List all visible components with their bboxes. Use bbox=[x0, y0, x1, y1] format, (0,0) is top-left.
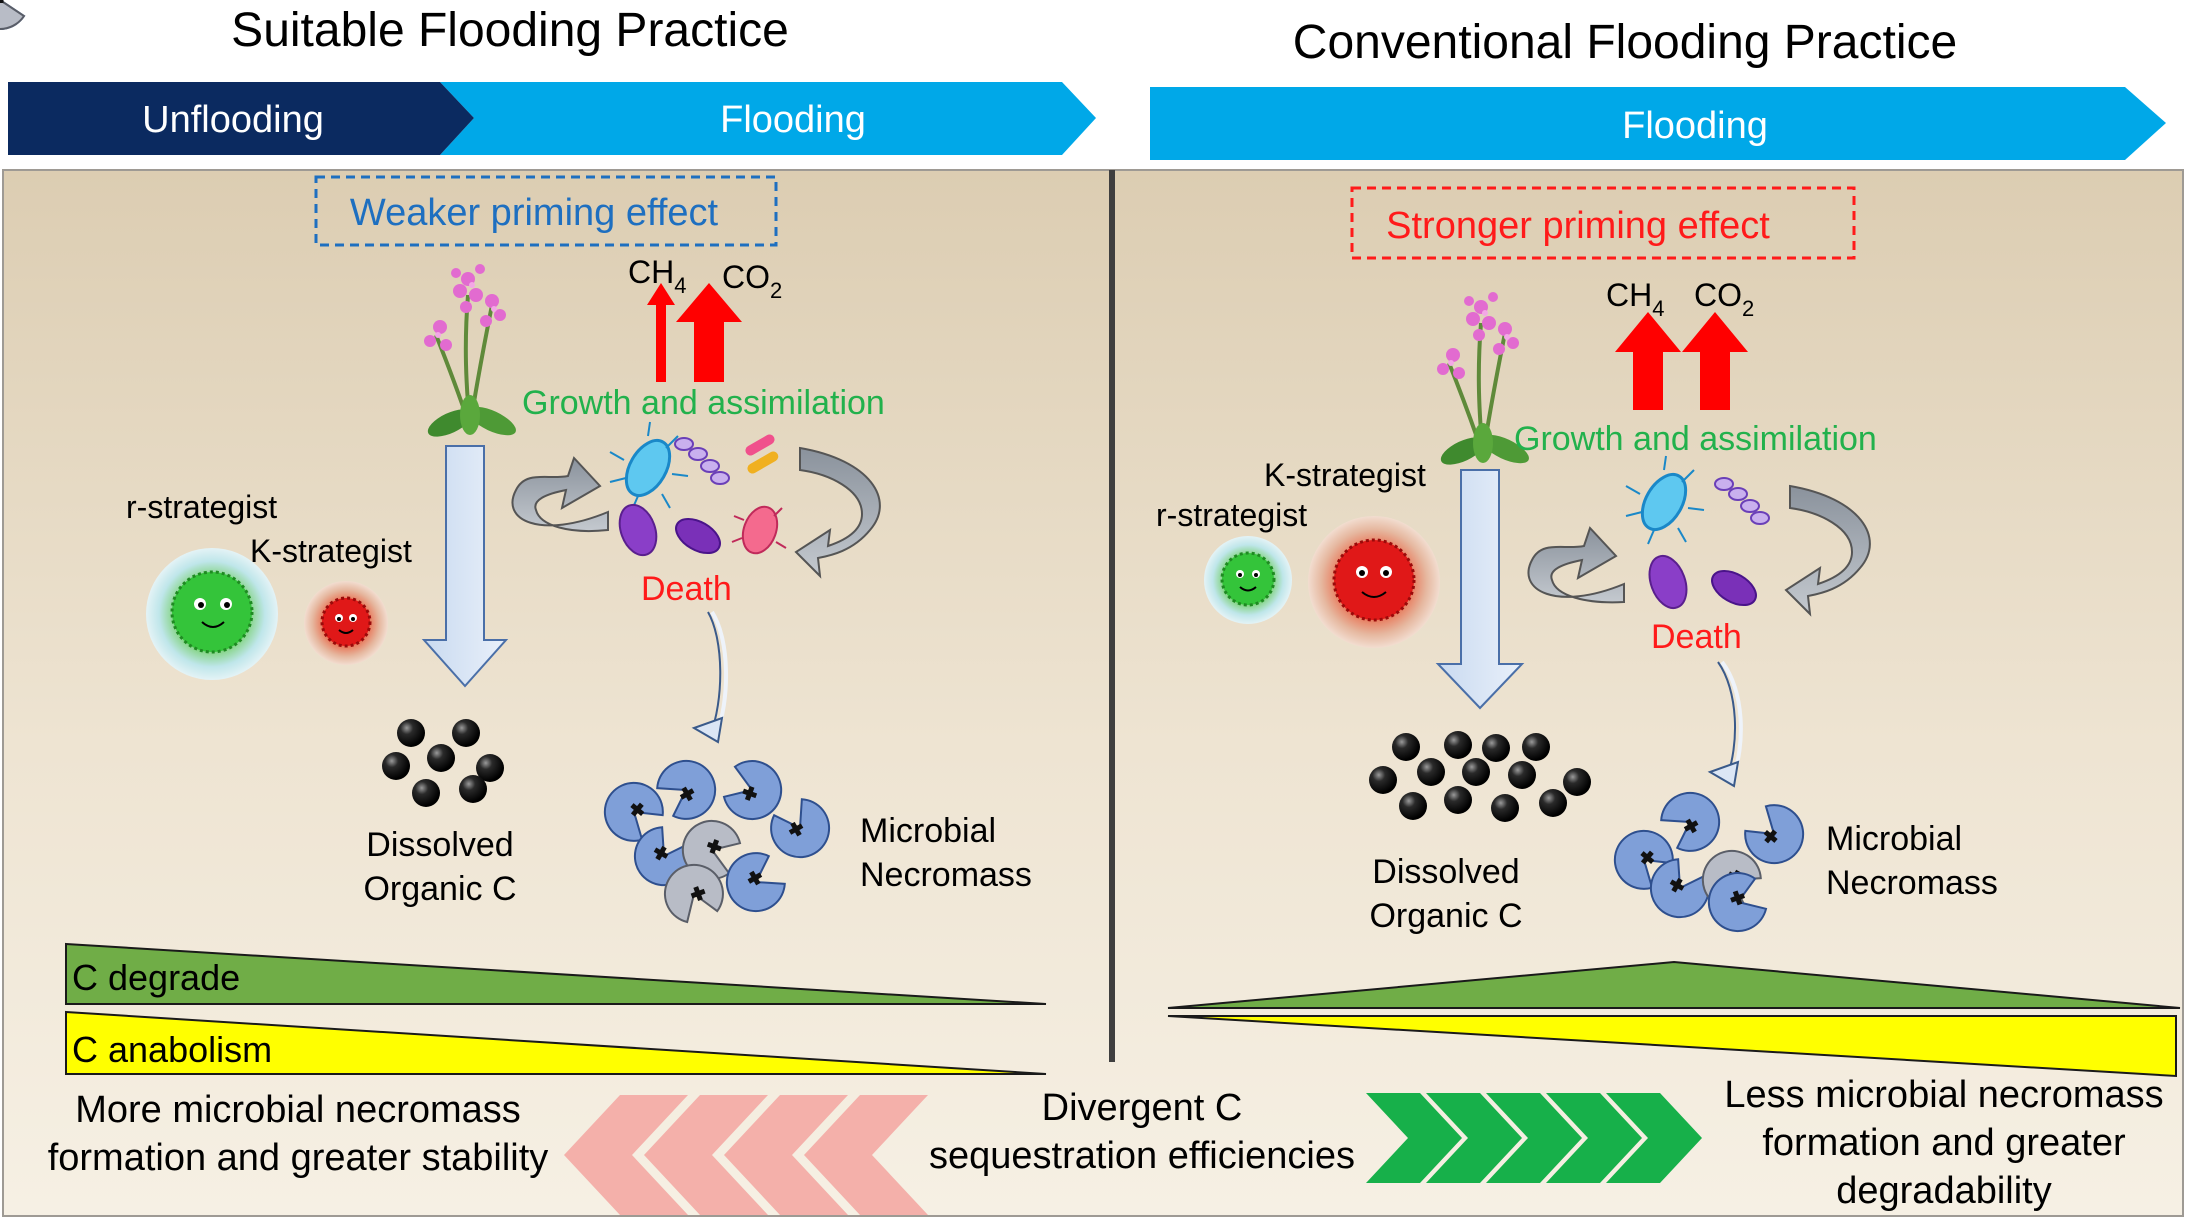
left-gas-arrows: CH4 CO2 bbox=[628, 254, 782, 382]
growth-label-left: Growth and assimilation bbox=[522, 384, 885, 422]
left-cycle-arrows bbox=[511, 446, 881, 579]
center-line2: sequestration efficiencies bbox=[929, 1135, 1355, 1177]
outcome-left-line1: More microbial necromass bbox=[75, 1089, 521, 1131]
growth-label-right: Growth and assimilation bbox=[1514, 420, 1877, 458]
necromass-label-left-1: Microbial bbox=[860, 812, 996, 850]
right-cycle-arrows bbox=[1527, 484, 1871, 617]
outcome-right-line3: degradability bbox=[1836, 1170, 2051, 1212]
right-title: Conventional Flooding Practice bbox=[1293, 16, 1957, 69]
chain-bacterium-icon bbox=[674, 437, 730, 485]
doc-label-left-2: Organic C bbox=[363, 870, 516, 908]
left-doc-balls bbox=[382, 719, 504, 807]
purple-bacterium-icon-right-a bbox=[1648, 554, 1688, 610]
right-microbes bbox=[1625, 455, 1770, 610]
right-down-arrow bbox=[1435, 469, 1525, 710]
blue-bacterium-icon bbox=[609, 421, 689, 511]
left-phase-banner: Unflooding Flooding bbox=[8, 82, 1096, 155]
ch4-thick-arrow-right bbox=[1615, 312, 1681, 410]
weaker-priming-text: Weaker priming effect bbox=[350, 192, 719, 234]
right-phase-banner: Flooding bbox=[1150, 87, 2166, 160]
c-anabolism-wedge-right bbox=[1167, 1015, 2177, 1078]
necromass-label-right-2: Necromass bbox=[1826, 864, 1998, 902]
cycle-arrow-right-b bbox=[1784, 484, 1871, 617]
left-down-arrow bbox=[421, 445, 509, 688]
weaker-priming-box bbox=[314, 175, 778, 247]
blue-bacterium-icon-right bbox=[1625, 455, 1705, 545]
outcome-left-line2: formation and greater stability bbox=[48, 1137, 549, 1179]
death-label-right: Death bbox=[1651, 618, 1742, 656]
c-anabolism-wedge-left bbox=[65, 1010, 1047, 1075]
k-strategist-label-left: K-strategist bbox=[250, 533, 412, 569]
k-strategist-label-right: K-strategist bbox=[1264, 457, 1426, 493]
necromass-label-left-2: Necromass bbox=[860, 856, 1032, 894]
c-degrade-label: C degrade bbox=[72, 957, 240, 998]
r-strategist-icon-right bbox=[1204, 536, 1292, 624]
doc-label-left-1: Dissolved bbox=[366, 826, 513, 864]
left-chevrons bbox=[564, 1095, 928, 1215]
co2-label-right: CO2 bbox=[1694, 277, 1754, 321]
left-microbes bbox=[609, 421, 787, 557]
ch4-thin-arrow-left bbox=[647, 283, 675, 382]
purple-bacterium-icon-a bbox=[618, 503, 658, 557]
right-phase-flooding: Flooding bbox=[1622, 105, 1768, 147]
co2-label-left: CO2 bbox=[722, 259, 782, 303]
outcome-right-line1: Less microbial necromass bbox=[1724, 1074, 2163, 1116]
k-strategist-icon-right bbox=[1308, 516, 1440, 648]
right-gas-arrows: CH4 CO2 bbox=[1606, 277, 1754, 410]
c-degrade-wedge-left bbox=[65, 942, 1047, 1005]
r-strategist-label-left: r-strategist bbox=[126, 489, 277, 525]
rod-bacterium-icon bbox=[745, 434, 779, 474]
necromass-icon-grey bbox=[0, 0, 26, 30]
r-strategist-icon-left bbox=[146, 548, 278, 680]
doc-label-right-1: Dissolved bbox=[1372, 853, 1519, 891]
ch4-label-right: CH4 bbox=[1606, 277, 1664, 321]
pink-bacterium-icon bbox=[731, 505, 787, 555]
left-phase-flooding: Flooding bbox=[720, 99, 866, 141]
co2-thick-arrow-right bbox=[1682, 312, 1748, 410]
plant-icon bbox=[424, 264, 516, 437]
death-label-left: Death bbox=[641, 570, 732, 608]
right-chevrons bbox=[1366, 1093, 1702, 1183]
stronger-priming-text: Stronger priming effect bbox=[1386, 205, 1770, 247]
cycle-arrow-right-a bbox=[1527, 526, 1625, 604]
chain-bacterium-icon-right bbox=[1714, 477, 1770, 525]
cycle-arrow-left-a bbox=[511, 456, 609, 532]
c-degrade-wedge-right bbox=[1167, 960, 2181, 1009]
left-phase-unflooding: Unflooding bbox=[142, 99, 324, 141]
center-line1: Divergent C bbox=[1042, 1087, 1243, 1129]
r-strategist-label-right: r-strategist bbox=[1156, 497, 1307, 533]
necromass-label-right-1: Microbial bbox=[1826, 820, 1962, 858]
left-title: Suitable Flooding Practice bbox=[231, 4, 789, 57]
outcome-right-line2: formation and greater bbox=[1762, 1122, 2126, 1164]
purple-bacterium-icon-right-b bbox=[1711, 569, 1757, 607]
co2-thick-arrow-left bbox=[676, 283, 742, 382]
k-strategist-icon-left bbox=[304, 581, 388, 665]
doc-label-right-2: Organic C bbox=[1369, 897, 1522, 935]
right-doc-balls bbox=[1369, 731, 1591, 822]
ch4-label-left: CH4 bbox=[628, 254, 686, 298]
c-anabolism-label: C anabolism bbox=[72, 1029, 272, 1070]
cycle-arrow-left-b bbox=[794, 446, 881, 579]
purple-bacterium-icon-b bbox=[675, 517, 721, 555]
